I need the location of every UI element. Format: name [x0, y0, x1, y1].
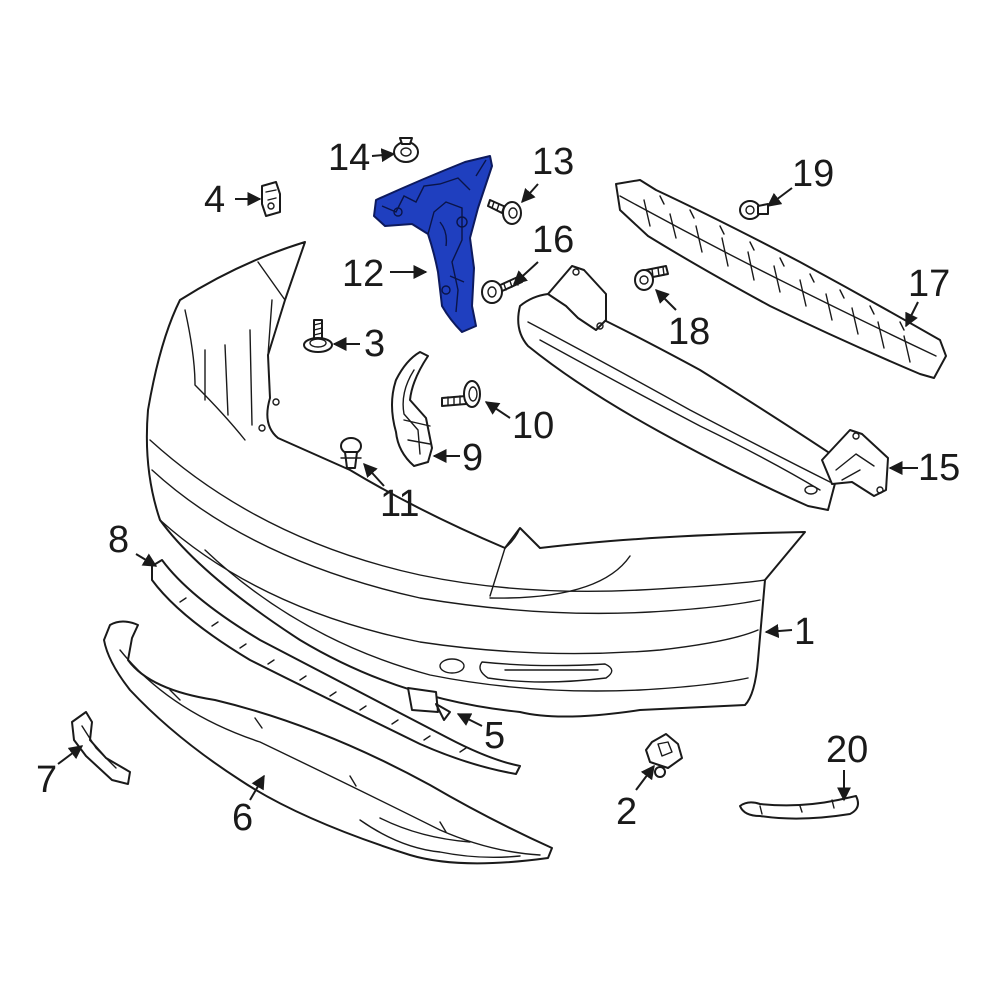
callout-18: 18: [668, 311, 710, 353]
clip-nut-part-4[interactable]: [261, 181, 281, 217]
callout-17: 17: [908, 263, 950, 305]
bumper-cover-part[interactable]: [145, 241, 806, 718]
bolt-part-3[interactable]: [303, 319, 333, 353]
callout-5: 5: [484, 715, 505, 757]
callout-numbers: 1 2 3 4 5 6 7 8 9 10 11 12 13 14 15 16 1…: [36, 137, 960, 839]
reinforcement-beam-part-15[interactable]: [517, 265, 889, 511]
callout-16: 16: [532, 219, 574, 261]
clip-part-2[interactable]: [645, 733, 683, 778]
nut-part-14[interactable]: [393, 137, 419, 163]
callout-10: 10: [512, 405, 554, 447]
callout-12: 12: [342, 253, 384, 295]
side-support-part-9[interactable]: [391, 351, 433, 467]
callout-19: 19: [792, 153, 834, 195]
callout-1: 1: [794, 611, 815, 653]
callout-8: 8: [108, 519, 129, 561]
bolt-part-13[interactable]: [487, 199, 522, 225]
callout-7: 7: [36, 759, 57, 801]
bolt-part-16[interactable]: [481, 275, 523, 304]
callout-14: 14: [328, 137, 370, 179]
energy-absorber-part-17[interactable]: [615, 179, 947, 379]
callout-13: 13: [532, 141, 574, 183]
mounting-bracket-part-12-highlighted[interactable]: [373, 155, 493, 333]
callout-11: 11: [380, 483, 419, 525]
reflector-trim-part-20[interactable]: [739, 795, 859, 820]
callout-3: 3: [364, 323, 385, 365]
lower-valance-part-6[interactable]: [103, 620, 553, 865]
push-pin-part-11[interactable]: [340, 437, 362, 469]
callout-2: 2: [616, 791, 637, 833]
screw-part-18[interactable]: [634, 265, 669, 291]
callout-4: 4: [204, 179, 225, 221]
callout-20: 20: [826, 729, 868, 771]
push-clip-part-19[interactable]: [739, 200, 769, 220]
leader-lines: [57, 148, 919, 802]
callout-6: 6: [232, 797, 253, 839]
callout-15: 15: [918, 447, 960, 489]
callout-9: 9: [462, 437, 483, 479]
screw-part-10[interactable]: [441, 380, 481, 408]
trim-strip-part-8[interactable]: [151, 559, 521, 775]
tow-cap-part-5[interactable]: [407, 687, 451, 721]
